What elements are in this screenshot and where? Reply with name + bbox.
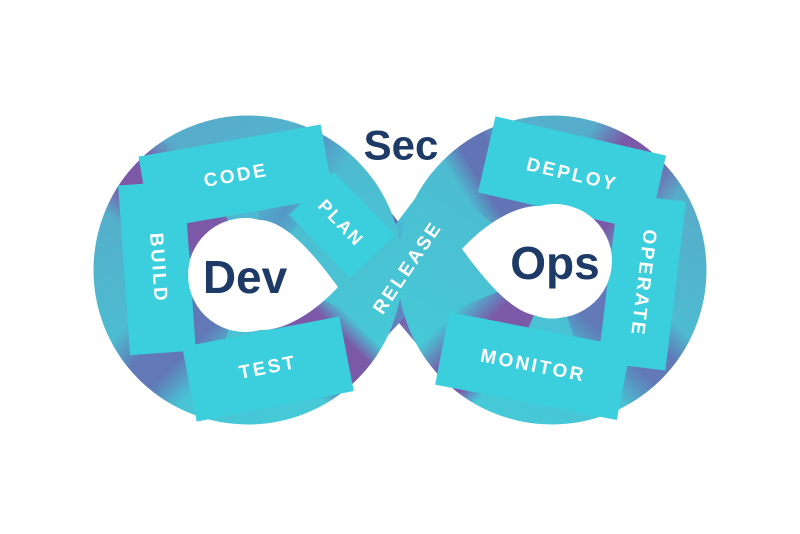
segment-build [118, 180, 196, 356]
segment-test [182, 316, 354, 422]
dev-core-label: Dev [203, 251, 288, 303]
ops-core-teardrop [462, 204, 612, 318]
segment-operate [597, 193, 687, 371]
segment-monitor [435, 312, 631, 420]
segment-code [138, 124, 334, 230]
stage-label-build: BUILD [145, 232, 171, 304]
sec-title: Sec [364, 122, 439, 169]
dev-core-teardrop [188, 217, 338, 332]
ops-core-label: Ops [510, 237, 599, 289]
